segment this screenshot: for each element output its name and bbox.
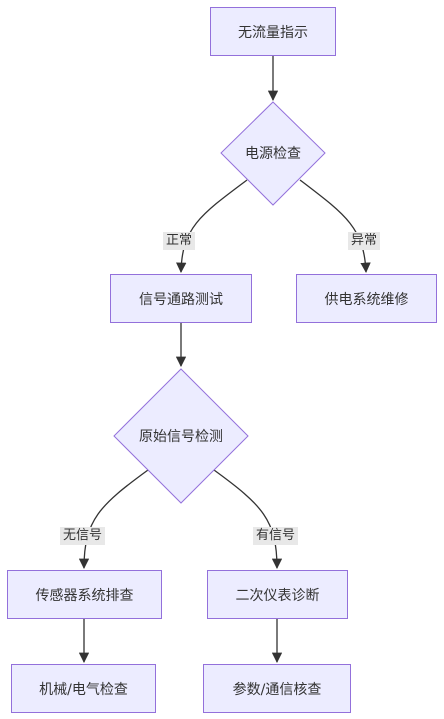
node-secondary-instrument-label: 二次仪表诊断 — [235, 587, 320, 604]
node-power-repair[interactable]: 供电系统维修 — [296, 274, 437, 323]
node-start-label: 无流量指示 — [238, 24, 308, 41]
decision-diamond-power-check — [220, 101, 326, 206]
node-raw-signal-detect[interactable]: 原始信号检测 — [114, 416, 248, 456]
edge-label-no-signal: 无信号 — [60, 527, 106, 545]
node-sensor-check[interactable]: 传感器系统排查 — [7, 570, 162, 619]
edge-raw-signal-to-sensor-check — [78, 469, 149, 570]
edge-label-has-signal: 有信号 — [253, 527, 299, 545]
node-power-check[interactable]: 电源检查 — [221, 133, 325, 173]
edge-label-normal: 正常 — [163, 232, 196, 250]
node-power-check-label: 电源检查 — [245, 146, 301, 162]
node-power-repair-label: 供电系统维修 — [324, 291, 409, 308]
node-raw-signal-detect-label: 原始信号检测 — [139, 429, 223, 445]
edge-raw-signal-to-secondary-instrument — [213, 469, 283, 570]
node-param-comm-check[interactable]: 参数/通信核查 — [203, 664, 351, 713]
node-signal-path-test[interactable]: 信号通路测试 — [110, 274, 252, 323]
node-sensor-check-label: 传感器系统排查 — [35, 587, 134, 604]
edge-power-check-to-signal-path — [176, 179, 248, 274]
node-mech-elec-check-label: 机械/电气检查 — [39, 681, 128, 698]
node-start[interactable]: 无流量指示 — [210, 7, 336, 56]
edge-power-check-to-power-repair — [299, 179, 371, 274]
node-secondary-instrument[interactable]: 二次仪表诊断 — [207, 570, 348, 619]
node-param-comm-check-label: 参数/通信核查 — [232, 681, 322, 698]
node-signal-path-test-label: 信号通路测试 — [139, 291, 223, 308]
decision-diamond-raw-signal — [113, 368, 249, 504]
node-mech-elec-check[interactable]: 机械/电气检查 — [11, 664, 156, 713]
edge-label-abnormal: 异常 — [348, 232, 381, 250]
